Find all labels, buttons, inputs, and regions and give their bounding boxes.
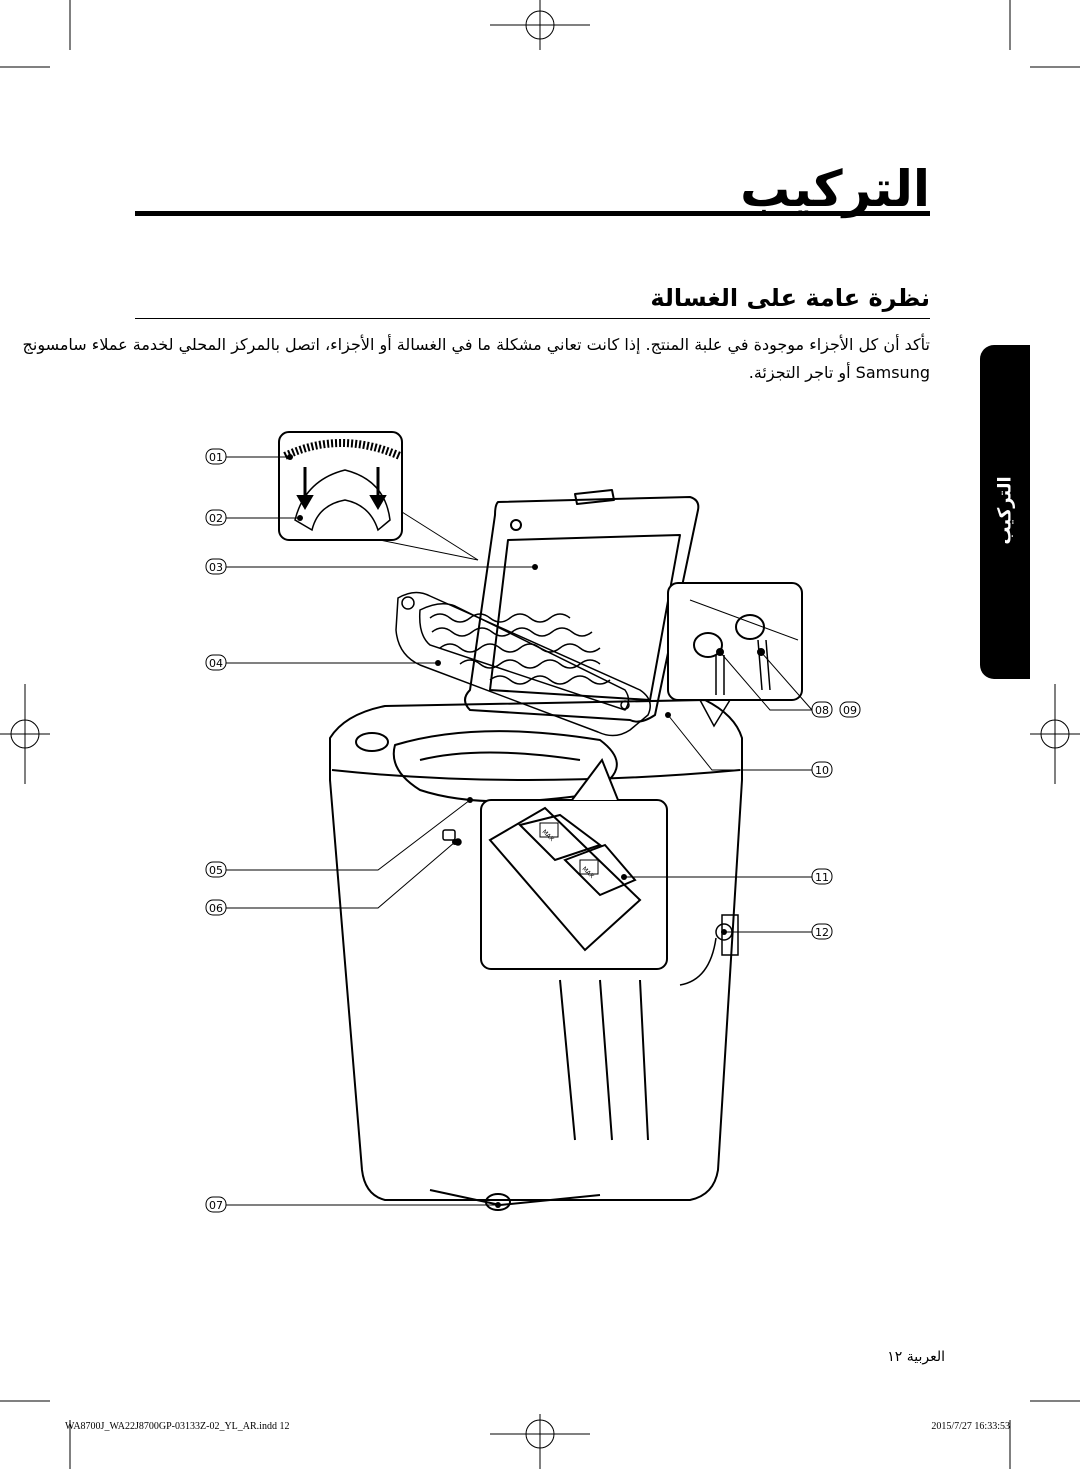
power-plug <box>679 914 739 986</box>
registration-mark-left <box>0 684 50 784</box>
section-divider <box>135 318 930 319</box>
callout-lines <box>225 456 813 1206</box>
print-slug-file: WA8700J_WA22J8700GP-03133Z-02_YL_AR.indd… <box>65 1421 290 1432</box>
callout-04: 04 <box>209 657 223 670</box>
callout-09: 09 <box>843 704 857 717</box>
registration-mark-right <box>1030 684 1080 784</box>
inset-bracket <box>278 431 479 561</box>
section-heading: نظرة عامة على الغسالة <box>650 284 930 312</box>
inset-drawer <box>480 757 668 970</box>
registration-mark-top <box>490 0 590 50</box>
callout-06: 06 <box>209 902 223 915</box>
print-slug-date: 2015/7/27 16:33:53 <box>931 1421 1010 1432</box>
filter-panel <box>395 591 651 737</box>
callout-01: 01 <box>209 451 223 464</box>
title-divider <box>135 211 930 216</box>
callout-05: 05 <box>209 864 223 877</box>
intro-text-line2: Samsung أو تاجر التجزئة. <box>748 363 930 382</box>
page-title: التركيب <box>740 160 930 218</box>
side-chapter-tab-label: التركيب <box>994 476 1016 545</box>
callout-dots <box>287 454 727 1208</box>
front-indicator <box>442 829 462 846</box>
washer-lid <box>464 489 700 723</box>
callout-numbers: 01 02 03 04 05 06 07 08 09 10 11 12 <box>209 451 857 1212</box>
callout-08: 08 <box>815 704 829 717</box>
callout-badges <box>205 448 861 1213</box>
callout-11: 11 <box>815 871 829 884</box>
callout-02: 02 <box>209 512 223 525</box>
side-chapter-tab <box>980 345 1030 679</box>
intro-text-line1: تأكد أن كل الأجزاء موجودة في علبة المنتج… <box>22 335 930 354</box>
registration-mark-bottom <box>490 1414 590 1469</box>
callout-07: 07 <box>209 1199 223 1212</box>
page-number: العربية ١٢ <box>887 1349 945 1365</box>
inset-inlets <box>667 582 803 728</box>
callout-10: 10 <box>815 764 829 777</box>
callout-03: 03 <box>209 561 223 574</box>
callout-12: 12 <box>815 926 829 939</box>
